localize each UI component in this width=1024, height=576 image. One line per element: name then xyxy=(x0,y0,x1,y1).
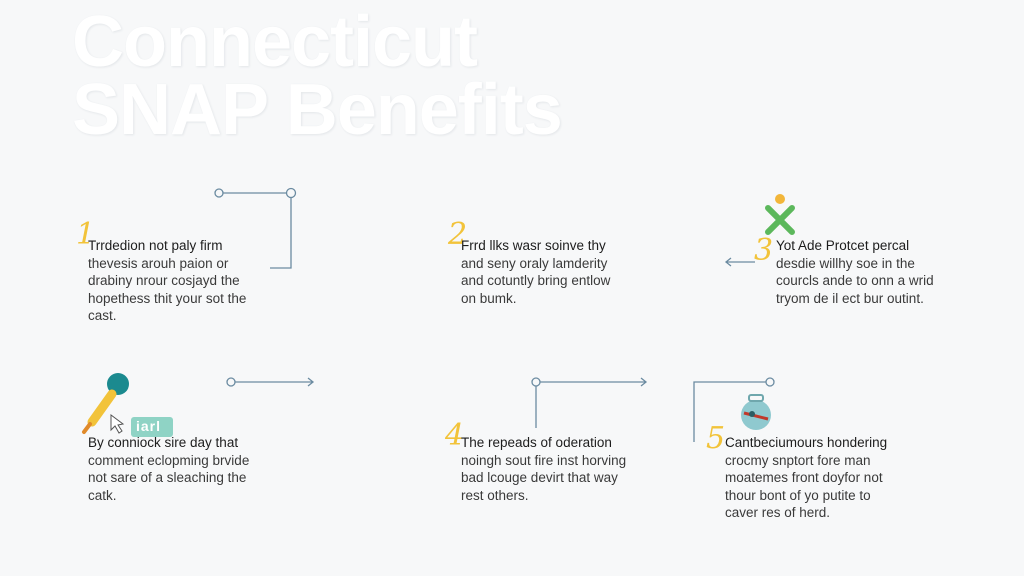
connector-node xyxy=(765,377,775,387)
badge-icon xyxy=(131,417,173,437)
step-5-text: Cantbeciumours hondering crocmy snptort … xyxy=(725,434,887,522)
connector-node xyxy=(214,188,224,198)
step-3-text: Yot Ade Protcet percal desdie willhy soe… xyxy=(776,237,934,307)
step-extra-line-4: catk. xyxy=(88,487,117,503)
step-extra-line-2: comment eclopming brvide xyxy=(88,452,250,468)
cursor-icon xyxy=(110,414,125,434)
step-1-text: Trrdedion not paly firm thevesis arouh p… xyxy=(88,237,246,325)
medical-kit-icon xyxy=(741,394,771,430)
step-number-2: 2 xyxy=(448,217,468,252)
step-5-line-4: thour bont of yo putite to xyxy=(725,487,871,503)
step-1-line-2: thevesis arouh paion or xyxy=(88,255,229,271)
connector-node xyxy=(285,187,297,199)
step-1-line-5: cast. xyxy=(88,308,117,324)
connector-4 xyxy=(535,377,648,428)
step-1-line-1: Trrdedion not paly firm xyxy=(88,238,223,253)
step-5-line-2: crocmy snptort fore man xyxy=(725,452,871,468)
step-1-line-3: drabiny nrour cosjayd the xyxy=(88,273,240,289)
step-4-line-1: The repeads of oderation xyxy=(461,435,612,450)
step-number-3: 3 xyxy=(754,233,774,268)
step-2-text: Frrd llks wasr soinve thy and seny oraly… xyxy=(461,237,610,307)
title-line-1: Connecticut xyxy=(72,2,478,82)
step-5-line-3: moatemes front doyfor not xyxy=(725,470,883,486)
connector-5 xyxy=(693,381,767,442)
page-title: Connecticut SNAP Benefits xyxy=(72,2,563,150)
cross-mark-icon xyxy=(765,194,795,235)
step-2-line-4: on bumk. xyxy=(461,290,517,306)
step-1-line-4: hopethess thit your sot the xyxy=(88,290,247,306)
step-3-line-3: courcls ande to onn a wrid xyxy=(776,273,934,289)
title-line-2: SNAP Benefits xyxy=(72,70,563,150)
step-4-line-2: noingh sout fire inst horving xyxy=(461,452,627,468)
step-5-line-5: caver res of herd. xyxy=(725,505,831,521)
step-extra-text: By conniock sire day that comment eclopm… xyxy=(88,434,249,504)
step-number-1: 1 xyxy=(76,217,96,252)
step-4-text: The repeads of oderation noingh sout fir… xyxy=(461,434,626,504)
step-3-line-2: desdie willhy soe in the xyxy=(776,255,915,271)
step-5-line-1: Cantbeciumours hondering xyxy=(725,435,888,450)
step-extra-line-3: not sare of a sleaching the xyxy=(88,470,247,486)
microphone-icon xyxy=(82,373,129,434)
step-2-line-1: Frrd llks wasr soinve thy xyxy=(461,238,606,253)
step-4-line-4: rest others. xyxy=(461,487,529,503)
step-4-line-3: bad lcouge devirt that way xyxy=(461,470,618,486)
connector-node xyxy=(531,377,541,387)
step-2-line-2: and seny oraly lamderity xyxy=(461,255,608,271)
step-number-5: 5 xyxy=(706,421,726,456)
arrow-left xyxy=(724,257,755,267)
step-2-line-3: and cotuntly bring entlow xyxy=(461,273,611,289)
badge-label: iarl xyxy=(136,418,162,434)
step-extra-line-1: By conniock sire day that xyxy=(88,435,239,450)
connector-2 xyxy=(234,377,315,387)
step-3-line-4: tryom de il ect bur outint. xyxy=(776,290,924,306)
connector-1 xyxy=(222,192,292,269)
connector-node xyxy=(226,377,236,387)
step-number-4: 4 xyxy=(445,418,465,453)
step-3-line-1: Yot Ade Protcet percal xyxy=(776,238,910,253)
